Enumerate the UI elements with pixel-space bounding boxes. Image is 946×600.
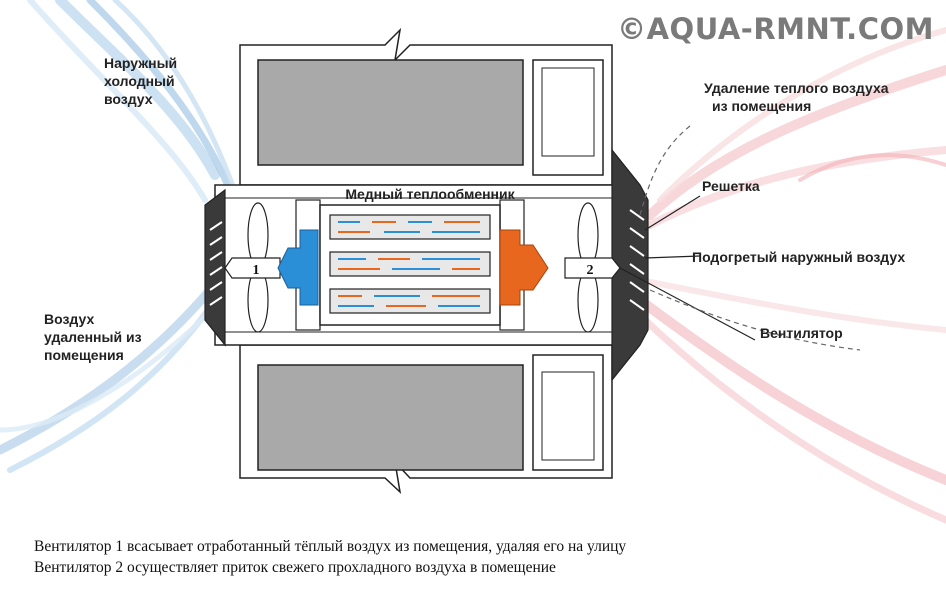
heat-exchanger — [319, 204, 501, 326]
upper-wall — [239, 27, 613, 186]
warm-air-arrow — [499, 229, 549, 306]
cold-air-arrow — [277, 229, 319, 306]
label-line: Воздух — [44, 311, 95, 327]
label-line: Удаление теплого воздуха — [704, 80, 889, 96]
cold-air-streams — [0, 0, 241, 473]
heat-exchanger-label: Медный теплообменник — [345, 186, 515, 202]
label-room-air-removed: Воздух удаленный из помещения — [44, 310, 142, 364]
label-fan: Вентилятор — [760, 325, 843, 341]
watermark: ©AQUA-RMNT.COM — [617, 12, 934, 46]
left-grille — [204, 188, 226, 347]
fan-2 — [564, 202, 621, 333]
fan-2-number: 2 — [587, 263, 594, 278]
label-heated-outside-air: Подогретый наружный воздух — [692, 249, 906, 265]
fan-1 — [224, 202, 281, 333]
label-line: удаленный из — [44, 329, 142, 345]
caption-line-1: Вентилятор 1 всасывает отработанный тёпл… — [34, 538, 627, 555]
fan-1-number: 1 — [253, 263, 260, 278]
label-line: воздух — [104, 91, 153, 107]
label-line: помещения — [44, 347, 124, 363]
label-line: Наружный — [104, 55, 178, 71]
caption-line-2: Вентилятор 2 осуществляет приток свежего… — [34, 559, 556, 576]
label-outside-cold-air: Наружный холодный воздух — [104, 54, 177, 108]
label-line: из помещения — [712, 98, 812, 114]
lower-wall — [239, 344, 613, 495]
label-exhaust-warm-air: Удаление теплого воздуха из помещения — [704, 79, 889, 115]
warm-air-streams — [635, 27, 946, 524]
label-line: холодный — [104, 73, 175, 89]
right-grille — [611, 148, 649, 382]
label-grille: Решетка — [702, 178, 760, 194]
leader-lines — [619, 125, 861, 351]
